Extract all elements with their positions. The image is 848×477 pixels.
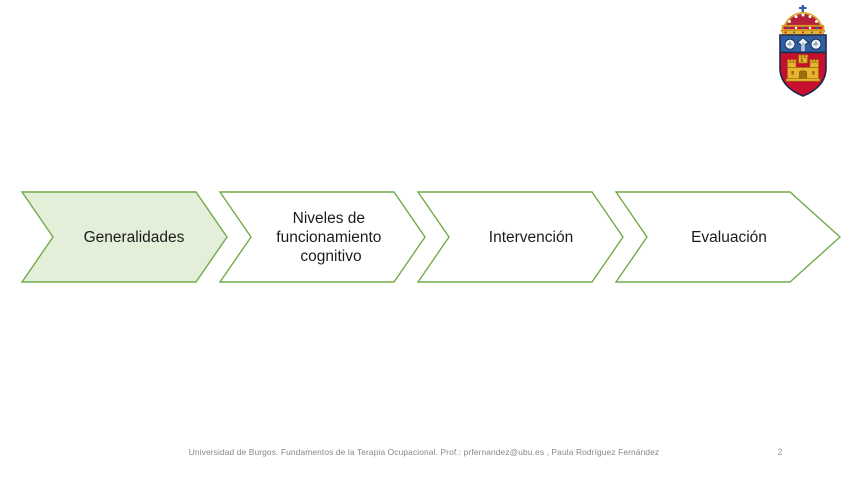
university-logo xyxy=(772,4,834,98)
process-step-evaluacion[interactable]: Evaluación xyxy=(614,191,842,283)
chevron-shape-4[interactable] xyxy=(614,191,842,283)
process-chevron-flow: Generalidades Niveles de funcionamiento … xyxy=(0,190,848,286)
slide-footer: Universidad de Burgos. Fundamentos de la… xyxy=(0,446,848,466)
crown-group xyxy=(780,5,826,35)
process-step-label-1: Generalidades xyxy=(84,229,185,246)
shield-group xyxy=(779,34,827,97)
process-step-label-2: Niveles de funcionamiento cognitivo xyxy=(276,210,385,265)
chevron-shape-1[interactable] xyxy=(20,191,228,283)
burgos-coat-of-arms-icon xyxy=(779,5,827,97)
castle-icon xyxy=(785,54,821,82)
process-step-label-4: Evaluación xyxy=(691,229,767,246)
footer-credit-text: Universidad de Burgos. Fundamentos de la… xyxy=(188,447,660,457)
chevron-shape-3[interactable] xyxy=(416,191,624,283)
slide-page-number: 2 xyxy=(777,447,783,457)
chevron-shape-2[interactable] xyxy=(218,191,426,283)
process-step-label-3: Intervención xyxy=(489,229,573,246)
process-step-niveles-funcionamiento-cognitivo[interactable]: Niveles de funcionamiento cognitivo xyxy=(218,191,426,283)
process-step-generalidades[interactable]: Generalidades xyxy=(20,191,228,283)
process-step-intervencion[interactable]: Intervención xyxy=(416,191,624,283)
